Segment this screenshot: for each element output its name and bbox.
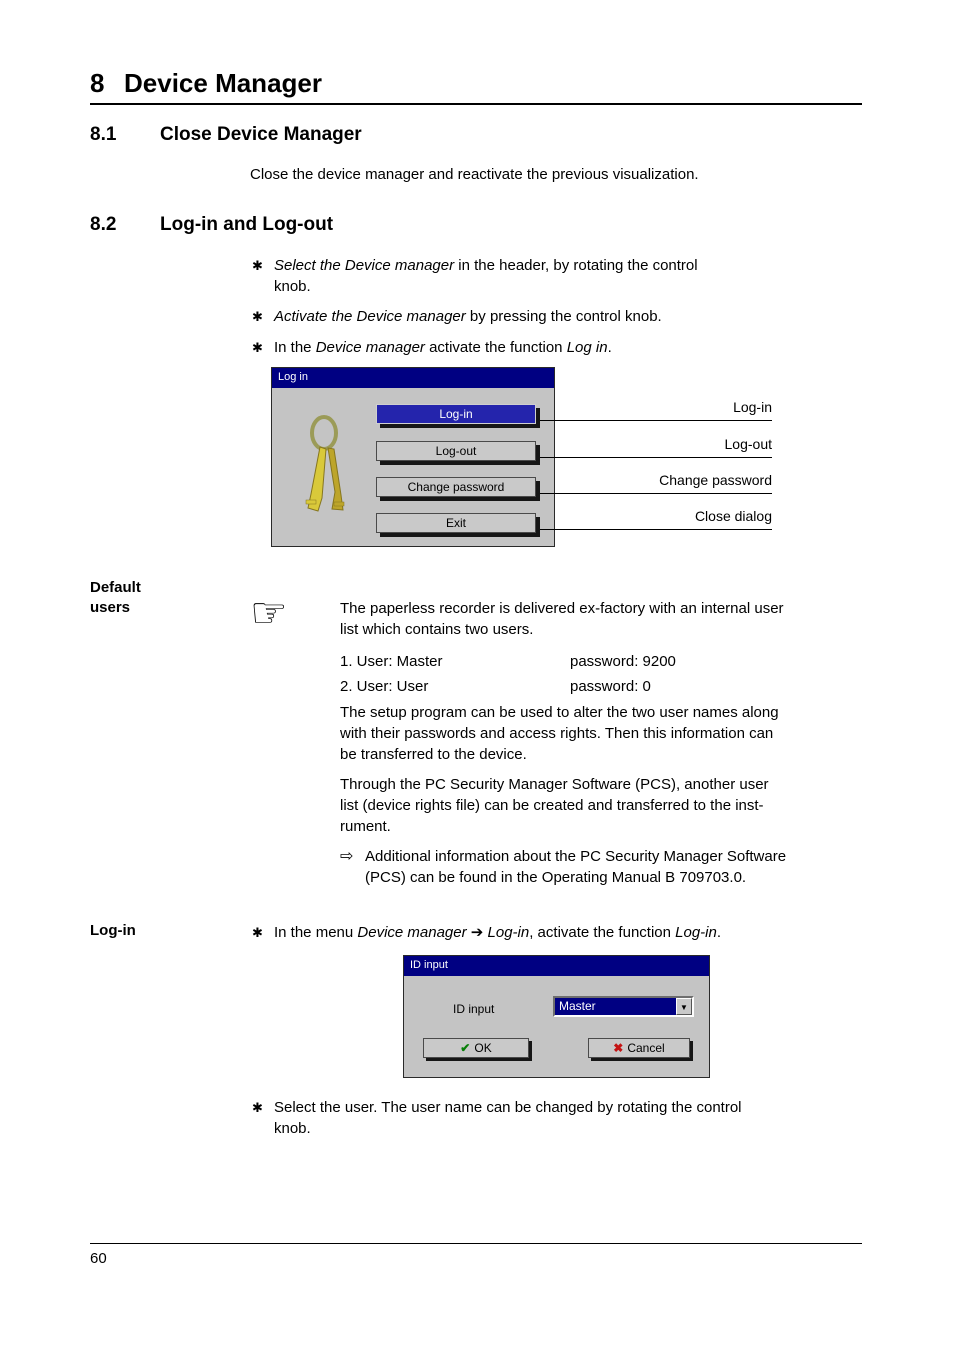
x-icon: ✖ [613, 1041, 624, 1055]
default-users-intro: The paperless recorder is delivered ex-f… [340, 600, 784, 638]
user-2-name: 2. User: User [340, 678, 429, 695]
callout-close-dialog: Close dialog [540, 504, 772, 530]
callout-change-password: Change password [540, 468, 772, 494]
callout-login: Log-in [540, 395, 772, 421]
bullet-item-select-device-manager: ✱ Select the Device manager in the heade… [252, 255, 698, 297]
cancel-button[interactable]: ✖ Cancel [588, 1038, 690, 1058]
user-1-name: 1. User: Master [340, 653, 443, 670]
note-text: Additional information about the PC Secu… [365, 848, 787, 886]
asterisk-bullet-icon: ✱ [252, 340, 263, 355]
text-segment: Device manager [315, 339, 425, 356]
callout-label: Log-in [733, 399, 772, 415]
text-segment: Select the Device manager [274, 257, 455, 274]
dialog-body: ID input Master ▼ ✔ OK ✖ Cancel [404, 976, 709, 1077]
ok-label: OK [474, 1041, 492, 1055]
id-input-dialog-screenshot: ID input ID input Master ▼ ✔ OK ✖ Cancel [403, 955, 710, 1078]
text-segment: in the header, by rotating the control k… [274, 257, 698, 295]
asterisk-bullet-icon: ✱ [252, 309, 263, 324]
callout-logout: Log-out [540, 432, 772, 458]
bullet-item-menu-login: ✱ In the menu Device manager ➔ Log-in, a… [252, 922, 721, 943]
callout-label: Change password [659, 472, 772, 488]
page-number: 60 [90, 1250, 107, 1267]
user-2-password: password: 0 [570, 678, 651, 695]
text-segment: In the menu [274, 924, 358, 941]
keys-icon [305, 415, 345, 512]
user-1-password: password: 9200 [570, 653, 676, 670]
callout-label: Log-out [724, 436, 772, 452]
text-segment: , activate the function [529, 924, 676, 941]
text-segment: In the [274, 339, 316, 356]
bullet-text: Select the user. The user name can be ch… [274, 1099, 742, 1137]
bullet-text: Select the Device manager in the header,… [274, 255, 698, 297]
bullet-item-activate-device-manager: ✱ Activate the Device manager by pressin… [252, 306, 662, 327]
default-users-heading: Default users [90, 579, 141, 616]
bullet-item-select-user: ✱ Select the user. The user name can be … [252, 1097, 742, 1139]
text-segment: activate the function [424, 339, 567, 356]
user-dropdown[interactable]: Master ▼ [553, 996, 694, 1017]
dialog-titlebar: ID input [404, 956, 709, 976]
section-8-1-title: Close Device Manager [160, 124, 362, 145]
pcs-paragraph: Through the PC Security Manager Software… [340, 776, 769, 835]
chapter-title: Device Manager [124, 68, 322, 98]
bullet-item-log-in-function: ✱ In the Device manager activate the fun… [252, 337, 612, 358]
text-segment: by pressing the control knob. [465, 308, 662, 325]
login-margin-heading: Log-in [90, 922, 136, 939]
section-8-2-number: 8.2 [90, 214, 117, 235]
dropdown-selected-value: Master [555, 998, 676, 1015]
bullet-text: In the menu Device manager ➔ Log-in, act… [274, 922, 721, 943]
text-segment: . [716, 924, 722, 941]
cancel-label: Cancel [627, 1041, 665, 1055]
text-segment: Log in [566, 339, 608, 356]
chapter-number: 8 [90, 68, 105, 98]
arrow-right-icon: ⇨ [340, 848, 354, 865]
id-input-label: ID input [453, 1002, 495, 1016]
text-segment: Device manager [357, 924, 467, 941]
ok-button[interactable]: ✔ OK [423, 1038, 529, 1058]
menu-arrow-icon: ➔ [466, 924, 488, 941]
section-8-2-title: Log-in and Log-out [160, 214, 334, 235]
setup-program-paragraph: The setup program can be used to alter t… [340, 704, 779, 763]
section-8-1-body: Close the device manager and reactivate … [250, 166, 699, 183]
dialog-title: Log in [278, 371, 308, 383]
section-8-1-number: 8.1 [90, 124, 117, 145]
login-button[interactable]: Log-in [376, 404, 536, 424]
footer-rule [90, 1243, 862, 1244]
change-password-button[interactable]: Change password [376, 477, 536, 497]
text-segment: Activate the Device manager [274, 308, 466, 325]
chapter-rule [90, 103, 862, 105]
check-icon: ✔ [460, 1041, 471, 1055]
login-dialog-screenshot: Log in Log-in Log-out Change password Ex… [271, 367, 555, 547]
exit-button[interactable]: Exit [376, 513, 536, 533]
text-segment: . [607, 339, 612, 356]
chevron-down-icon[interactable]: ▼ [676, 998, 692, 1015]
asterisk-bullet-icon: ✱ [252, 925, 263, 940]
callout-label: Close dialog [694, 508, 772, 524]
bullet-text: In the Device manager activate the funct… [274, 337, 612, 358]
asterisk-bullet-icon: ✱ [252, 258, 263, 273]
pointing-hand-icon: ☞ [250, 589, 288, 636]
note-item: ⇨ Additional information about the PC Se… [340, 846, 786, 888]
text-segment: Log-in [675, 924, 717, 941]
dialog-titlebar: Log in [272, 368, 554, 388]
text-segment: Log-in [487, 924, 530, 941]
dialog-body: Log-in Log-out Change password Exit [272, 388, 554, 546]
logout-button[interactable]: Log-out [376, 441, 536, 461]
dialog-title: ID input [410, 959, 448, 971]
bullet-text: Activate the Device manager by pressing … [274, 306, 662, 327]
asterisk-bullet-icon: ✱ [252, 1100, 263, 1115]
